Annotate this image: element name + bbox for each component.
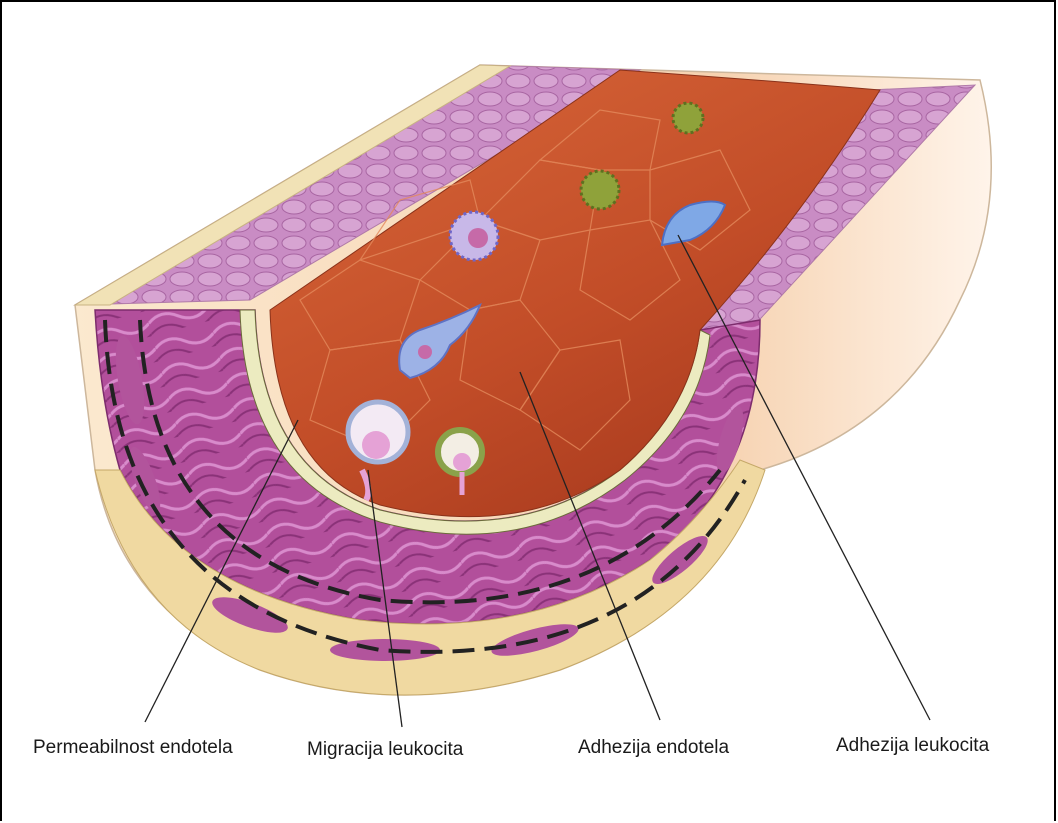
leukocyte-green-1-icon	[581, 171, 619, 209]
label-leukocyte-migration: Migracija leukocita	[307, 739, 463, 761]
label-endothelial-adhesion: Adhezija endotela	[578, 737, 729, 759]
label-leukocyte-adhesion: Adhezija leukocita	[836, 735, 989, 757]
leukocyte-free-1-icon	[450, 212, 498, 260]
leukocyte-green-2-icon	[673, 103, 703, 133]
label-endothelial-permeability: Permeabilnost endotela	[33, 737, 233, 759]
